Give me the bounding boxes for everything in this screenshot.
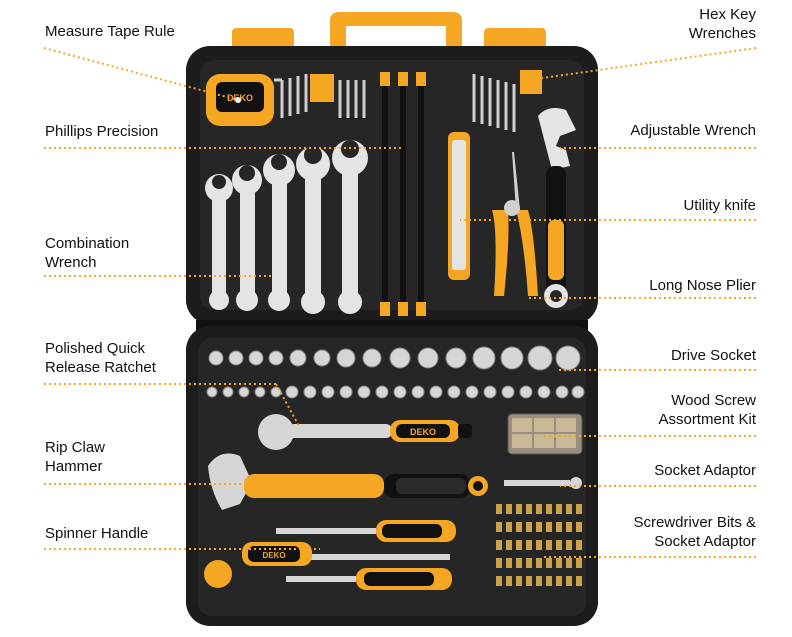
quick-release-ratchet-item: DEKO xyxy=(258,414,472,450)
label-drive-socket: Drive Socket xyxy=(670,347,756,364)
rip-claw-hammer-item xyxy=(208,453,488,510)
drive-socket-row-1 xyxy=(208,345,581,371)
leader-hex-key xyxy=(527,47,757,81)
label-utility-knife: Utility knife xyxy=(683,197,756,214)
label-polished-quick-release-ratchet: Polished Quick Release Ratchet xyxy=(45,340,156,376)
screwdriver-bits xyxy=(496,504,582,586)
label-hex-key-wrenches: Hex Key Wrenches xyxy=(688,6,756,42)
label-socket-adaptor: Socket Adaptor xyxy=(654,462,756,479)
hex-keys-left xyxy=(274,74,366,118)
label-screwdriver-bits-socket-adaptor: Screwdriver Bits & Socket Adaptor xyxy=(633,514,756,550)
label-long-nose-plier: Long Nose Plier xyxy=(649,277,756,294)
label-combination-wrench: Combination Wrench xyxy=(45,235,130,271)
wood-screw-kit-item xyxy=(507,413,583,455)
adjustable-wrench-item xyxy=(538,108,576,308)
hex-keys-right xyxy=(472,70,542,132)
label-wood-screw-assortment-kit: Wood Screw Assortment Kit xyxy=(658,392,756,428)
label-phillips-precision: Phillips Precision xyxy=(45,123,159,140)
label-measure-tape-rule: Measure Tape Rule xyxy=(45,23,175,40)
label-rip-claw-hammer: Rip Claw Hammer xyxy=(45,439,106,475)
utility-knife-item xyxy=(448,132,470,280)
label-spinner-handle: Spinner Handle xyxy=(45,525,149,542)
leader-lines xyxy=(43,47,757,558)
leader-ratchet-2 xyxy=(275,383,301,429)
long-nose-plier-item xyxy=(492,152,538,296)
drive-socket-row-2 xyxy=(206,385,585,399)
leader-measure-tape xyxy=(43,47,239,101)
combination-wrenches xyxy=(205,140,368,314)
screwdriver-logo: DEKO xyxy=(262,551,285,560)
phillips-precision-screwdrivers xyxy=(380,72,426,316)
ratchet-logo: DEKO xyxy=(410,427,436,437)
label-adjustable-wrench: Adjustable Wrench xyxy=(630,122,756,139)
